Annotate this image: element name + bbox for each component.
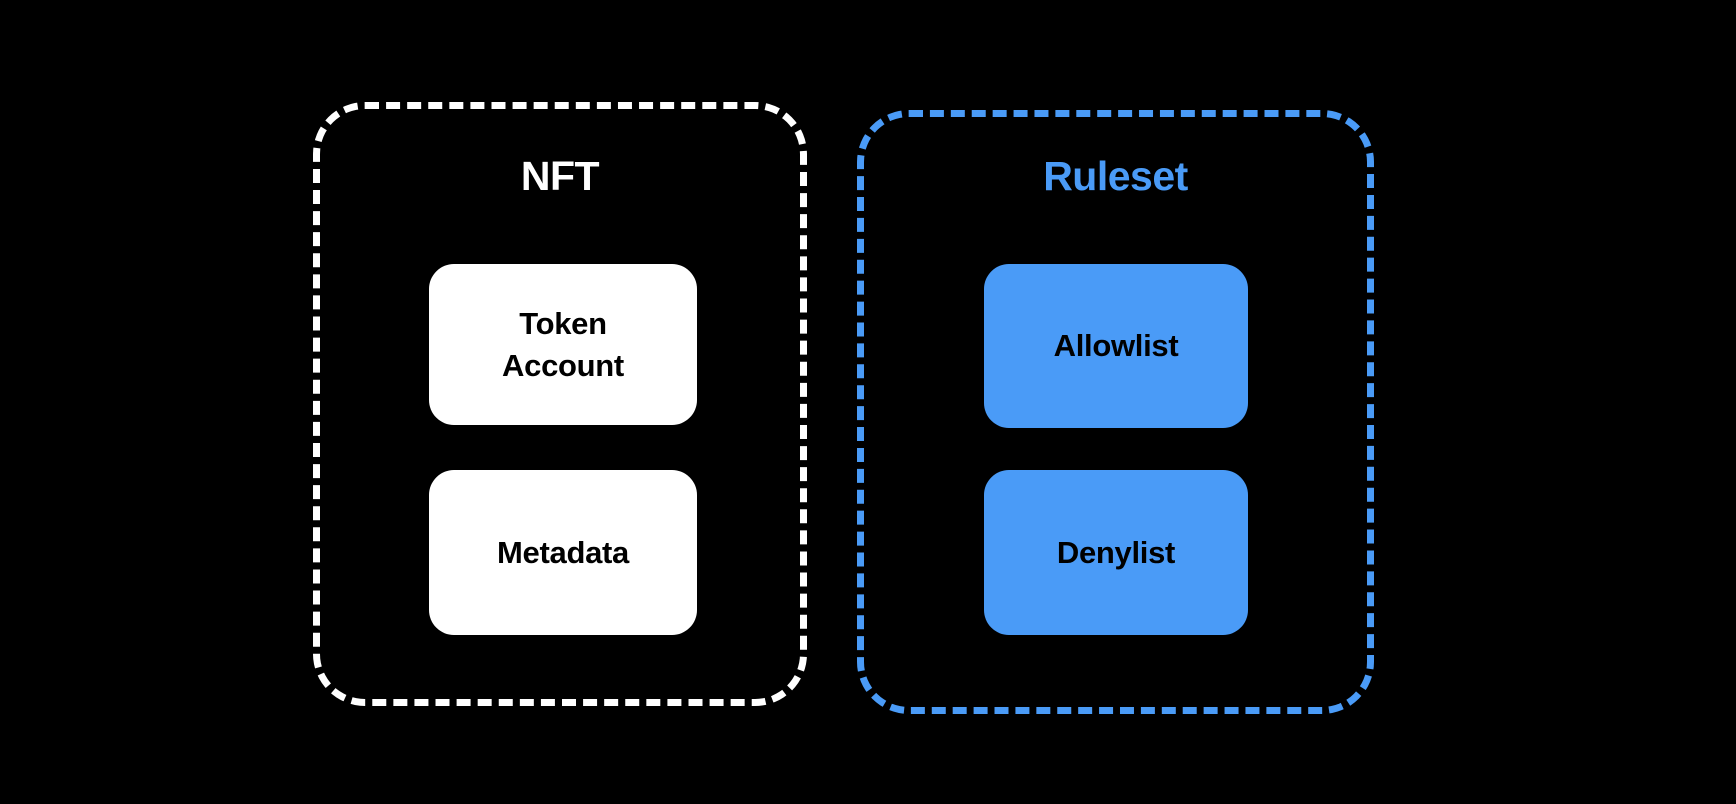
- group-ruleset-title: Ruleset: [1043, 153, 1188, 199]
- node-token-account-label: Token Account: [502, 306, 624, 383]
- node-denylist[interactable]: Denylist: [984, 470, 1248, 635]
- node-token-account[interactable]: Token Account: [429, 264, 697, 425]
- node-allowlist-label: Allowlist: [1053, 328, 1179, 364]
- node-metadata[interactable]: Metadata: [429, 470, 697, 635]
- node-denylist-label: Denylist: [1056, 534, 1176, 570]
- node-allowlist[interactable]: Allowlist: [984, 264, 1248, 428]
- group-nft-title: NFT: [520, 153, 600, 199]
- node-metadata-label: Metadata: [497, 534, 629, 570]
- group-ruleset: Ruleset: [857, 110, 1374, 714]
- group-nft: NFT: [313, 102, 807, 706]
